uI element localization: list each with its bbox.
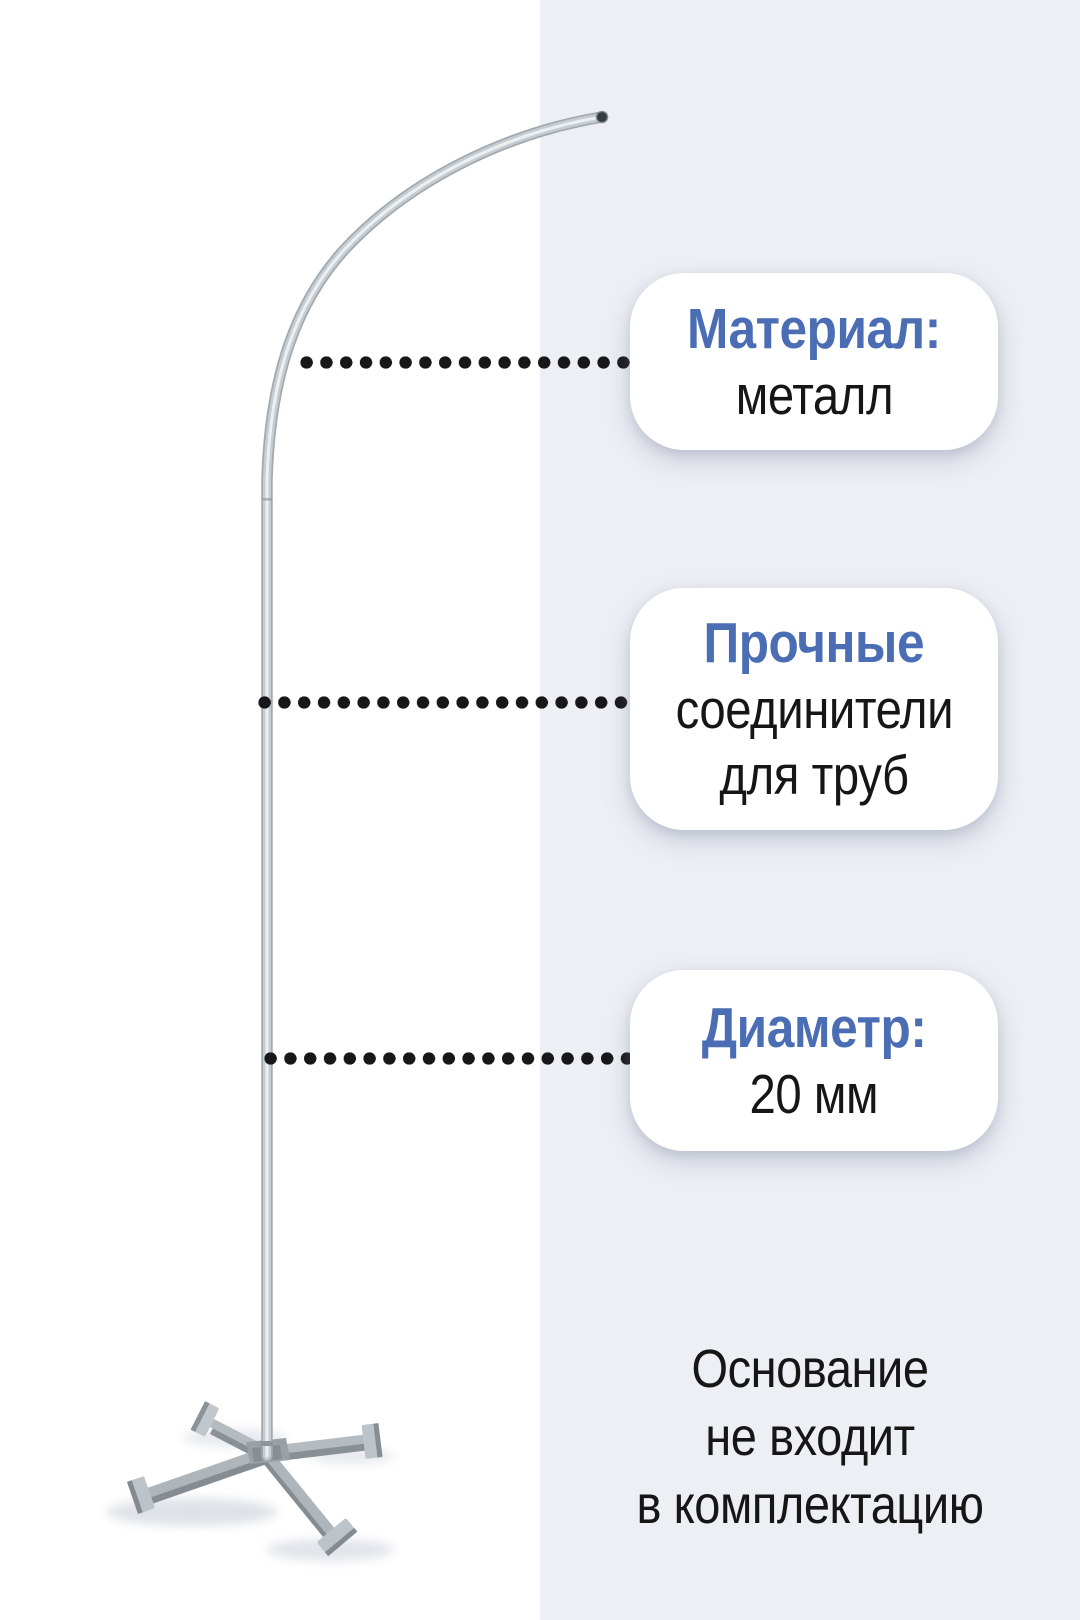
- callout-material-title: Материал:: [687, 296, 941, 361]
- callout-connectors-title: Прочные: [703, 611, 925, 675]
- base-collar: [260, 1441, 273, 1446]
- pipe-joint-seam: [261, 498, 273, 501]
- leader-line-connectors: [258, 696, 654, 709]
- leader-line-material: [300, 356, 648, 369]
- pole-tip-opening: [596, 111, 608, 123]
- callout-diameter-title: Диаметр:: [701, 995, 927, 1060]
- note-line-3: в комплектацию: [636, 1475, 984, 1535]
- leader-line-diameter: [264, 1052, 654, 1065]
- callout-connectors-value-line1: соединители: [675, 678, 953, 740]
- base-not-included-note: Основание не входит в комплектацию: [540, 1335, 1080, 1539]
- callout-diameter: Диаметр: 20 мм: [630, 970, 998, 1151]
- curved-flag-pole: [260, 110, 609, 1462]
- note-line-1: Основание: [691, 1339, 929, 1399]
- callout-connectors: Прочные соединители для труб: [630, 588, 998, 830]
- callout-diameter-value: 20 мм: [749, 1062, 879, 1125]
- callout-connectors-value-line2: для труб: [719, 744, 909, 806]
- callout-material: Материал: металл: [630, 273, 998, 450]
- callout-material-value: металл: [735, 363, 893, 426]
- note-line-2: не входит: [705, 1407, 915, 1467]
- cross-base-image: [126, 1401, 383, 1557]
